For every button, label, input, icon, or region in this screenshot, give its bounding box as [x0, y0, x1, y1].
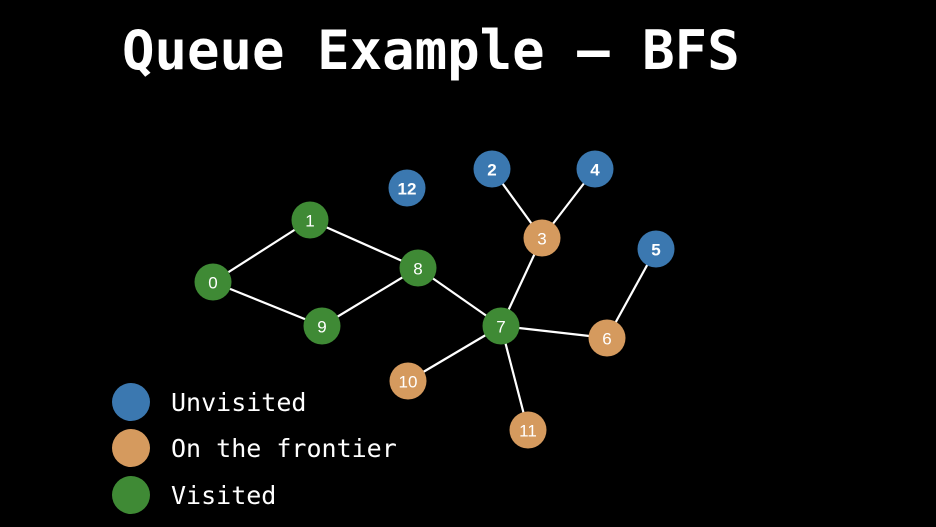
graph-node-7: 7	[482, 307, 520, 345]
edge-9-8	[321, 267, 419, 327]
graph-node-5: 5	[637, 230, 675, 268]
node-circle-unvisited	[473, 150, 511, 188]
legend-label-unvisited: Unvisited	[171, 387, 307, 417]
graph-node-0: 0	[194, 263, 232, 301]
node-circle-frontier	[509, 411, 547, 449]
node-circle-visited	[194, 263, 232, 301]
node-circle-frontier	[523, 219, 561, 257]
node-label: 3	[537, 230, 546, 249]
edge-0-1	[212, 219, 311, 283]
legend-swatch-frontier	[112, 429, 150, 467]
graph-node-2: 2	[473, 150, 511, 188]
graph-node-8: 8	[399, 249, 437, 287]
node-circle-unvisited	[576, 150, 614, 188]
node-label: 11	[519, 422, 537, 441]
edge-1-8	[309, 218, 419, 270]
legend-swatch-unvisited	[112, 383, 150, 421]
node-circle-frontier	[389, 362, 427, 400]
graph-node-4: 4	[576, 150, 614, 188]
graph-node-6: 6	[588, 319, 626, 357]
node-label: 6	[602, 330, 611, 349]
node-label: 7	[496, 318, 505, 337]
node-label: 5	[651, 241, 660, 260]
node-label: 12	[398, 180, 417, 199]
edge-0-9	[212, 280, 323, 328]
legend-item-visited: Visited	[112, 475, 276, 515]
graph-node-1: 1	[291, 201, 329, 239]
node-circle-frontier	[588, 319, 626, 357]
node-label: 8	[413, 260, 422, 279]
node-circle-visited	[291, 201, 329, 239]
node-circle-visited	[482, 307, 520, 345]
graph-node-11: 11	[509, 411, 547, 449]
node-circle-unvisited	[388, 169, 426, 207]
graph-node-9: 9	[303, 307, 341, 345]
graph-node-10: 10	[389, 362, 427, 400]
node-circle-unvisited	[637, 230, 675, 268]
node-label: 1	[305, 212, 314, 231]
node-label: 10	[399, 373, 418, 392]
node-circle-visited	[303, 307, 341, 345]
node-label: 4	[590, 161, 600, 180]
graph-node-3: 3	[523, 219, 561, 257]
node-label: 2	[487, 161, 496, 180]
graph-node-12: 12	[388, 169, 426, 207]
node-label: 9	[317, 318, 326, 337]
node-circle-visited	[399, 249, 437, 287]
legend-label-visited: Visited	[171, 480, 277, 510]
legend-item-frontier: On the frontier	[112, 428, 397, 468]
legend-item-unvisited: Unvisited	[112, 382, 306, 422]
legend-label-frontier: On the frontier	[171, 433, 397, 463]
slide-title: Queue Example – BFS	[122, 19, 740, 82]
node-label: 0	[208, 274, 217, 293]
legend-swatch-visited	[112, 476, 150, 514]
